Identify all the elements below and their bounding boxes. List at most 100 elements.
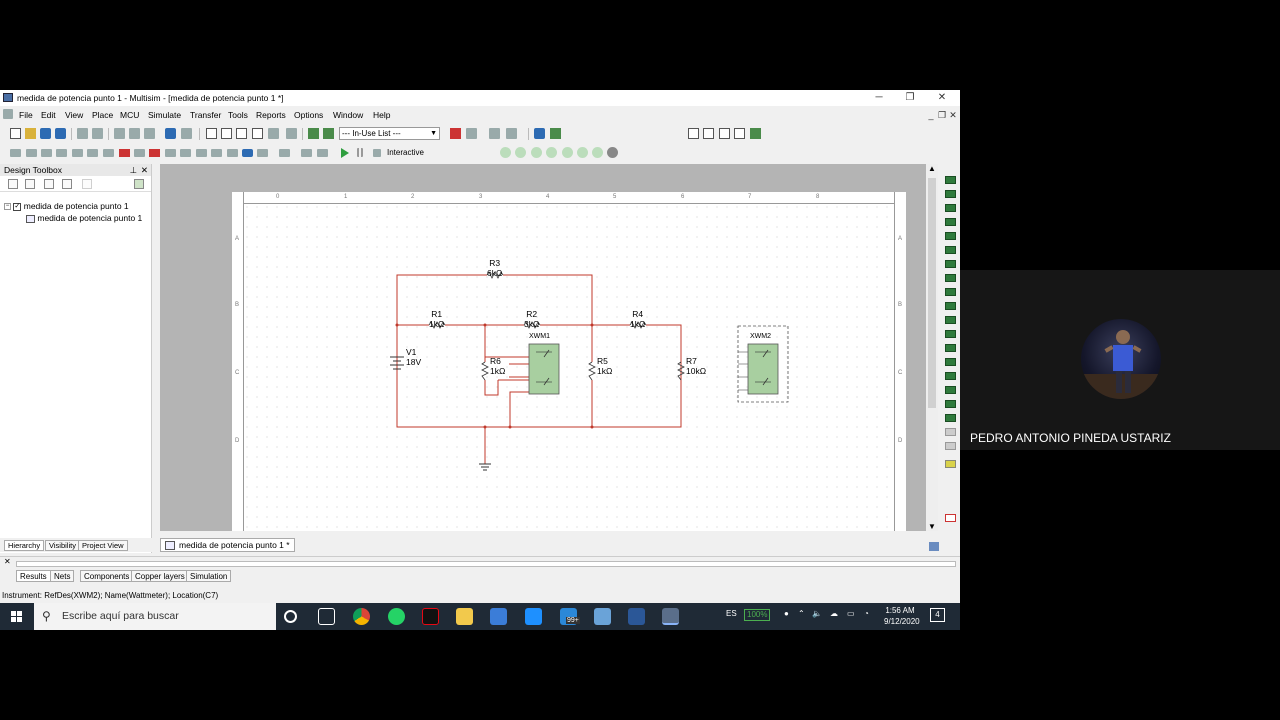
place-mixed-icon[interactable] xyxy=(134,149,145,157)
component-wizard-icon[interactable] xyxy=(286,128,297,139)
pin-icon[interactable]: ⊥ xyxy=(129,165,137,175)
scroll-down-icon[interactable]: ▼ xyxy=(928,522,936,531)
ni-elvismx-icon[interactable] xyxy=(945,442,956,450)
four-channel-oscilloscope-icon[interactable] xyxy=(945,232,956,240)
save-folder-icon[interactable] xyxy=(44,179,54,189)
tab-visibility[interactable]: Visibility xyxy=(45,540,80,551)
workspace-vertical-scrollbar[interactable]: ▲ ▼ xyxy=(926,164,938,531)
onedrive-icon[interactable]: ☁ xyxy=(830,609,838,618)
zoom-out-icon[interactable] xyxy=(703,128,714,139)
logic-converter-icon[interactable] xyxy=(945,288,956,296)
place-electromech-icon[interactable] xyxy=(227,149,238,157)
database-manager-icon[interactable] xyxy=(308,128,319,139)
new-icon[interactable] xyxy=(10,128,21,139)
tree-root[interactable]: − ✓ medida de potencia punto 1 xyxy=(4,201,129,211)
network-analyzer-icon[interactable] xyxy=(945,358,956,366)
place-connector-icon[interactable] xyxy=(317,149,328,157)
pause-simulation-icon[interactable] xyxy=(357,148,363,157)
menu-file[interactable]: File xyxy=(19,110,33,120)
probe-settings-icon[interactable] xyxy=(607,147,618,158)
menu-transfer[interactable]: Transfer xyxy=(190,110,222,120)
label-xwm2[interactable]: XWM2 xyxy=(750,333,771,340)
place-power-icon[interactable] xyxy=(165,149,176,157)
scroll-up-icon[interactable]: ▲ xyxy=(928,164,936,173)
place-transistor-icon[interactable] xyxy=(56,149,67,157)
zoom-sheet-icon[interactable] xyxy=(734,128,745,139)
menu-options[interactable]: Options xyxy=(294,110,324,120)
multimeter-icon[interactable] xyxy=(945,176,956,184)
zoom-in-icon[interactable] xyxy=(688,128,699,139)
file-explorer-icon[interactable] xyxy=(456,608,473,625)
taskbar-search[interactable]: ⚲ Escribe aquí para buscar xyxy=(34,603,276,630)
tab-copper-layers[interactable]: Copper layers xyxy=(131,570,189,582)
cut-icon[interactable] xyxy=(114,128,125,139)
place-rf-icon[interactable] xyxy=(211,149,222,157)
restore-button[interactable]: ❐ xyxy=(905,92,915,103)
label-xwm1[interactable]: XWM1 xyxy=(529,333,550,340)
label-r1[interactable]: R1 1kΩ xyxy=(429,309,444,329)
fullscreen-icon[interactable] xyxy=(750,128,761,139)
measurement-probe-icon[interactable] xyxy=(945,514,956,522)
remove-file-icon[interactable] xyxy=(82,179,92,189)
probe-voltage-ref-icon[interactable] xyxy=(562,147,573,158)
tab-nets[interactable]: Nets xyxy=(50,570,75,582)
undo-icon[interactable] xyxy=(165,128,176,139)
mdi-minimize-button[interactable]: _ xyxy=(928,110,934,120)
distortion-analyzer-icon[interactable] xyxy=(945,330,956,338)
redo-icon[interactable] xyxy=(181,128,192,139)
transfer-ultiboard-icon[interactable] xyxy=(489,128,500,139)
chevron-up-icon[interactable]: ⌃ xyxy=(798,609,805,618)
menu-edit[interactable]: Edit xyxy=(41,110,56,120)
run-simulation-icon[interactable] xyxy=(341,148,349,158)
wattmeter-icon[interactable] xyxy=(945,204,956,212)
sheet-properties-icon[interactable] xyxy=(929,542,939,551)
schematic-workspace[interactable]: 0 1 2 3 4 5 6 7 8 A B C D A xyxy=(160,164,938,531)
label-r7[interactable]: R7 10kΩ xyxy=(686,356,706,376)
save-icon[interactable] xyxy=(55,128,66,139)
place-misc-digital-icon[interactable] xyxy=(119,149,130,157)
scroll-thumb[interactable] xyxy=(928,178,936,408)
app-icon[interactable] xyxy=(525,608,542,625)
interactive-mode-label[interactable]: Interactive xyxy=(387,148,424,157)
microphone-icon[interactable]: ● xyxy=(784,609,789,618)
calculator-icon[interactable] xyxy=(594,608,611,625)
show-design-icon[interactable] xyxy=(134,179,144,189)
mdi-restore-button[interactable]: ❐ xyxy=(937,110,947,120)
tree-child[interactable]: medida de potencia punto 1 xyxy=(26,213,142,223)
agilent-multimeter-icon[interactable] xyxy=(945,386,956,394)
multisim-taskbar-icon[interactable] xyxy=(662,608,679,625)
find-examples-icon[interactable] xyxy=(534,128,545,139)
agilent-oscilloscope-icon[interactable] xyxy=(945,400,956,408)
place-bus-icon[interactable] xyxy=(301,149,312,157)
place-basic-icon[interactable] xyxy=(26,149,37,157)
word-icon[interactable] xyxy=(628,608,645,625)
language-indicator[interactable]: ES xyxy=(726,609,737,618)
label-r6[interactable]: R6 1kΩ xyxy=(490,356,505,376)
open-icon[interactable] xyxy=(25,128,36,139)
oscilloscope-icon[interactable] xyxy=(945,218,956,226)
spectrum-analyzer-icon[interactable] xyxy=(945,344,956,352)
open-sample-icon[interactable] xyxy=(40,128,51,139)
battery-indicator[interactable]: 100% xyxy=(744,609,771,621)
probe-power-icon[interactable] xyxy=(531,147,542,158)
label-r3[interactable]: R3 6kΩ xyxy=(487,258,502,278)
tektronix-oscilloscope-icon[interactable] xyxy=(945,414,956,422)
label-v1[interactable]: V1 18V xyxy=(406,347,421,367)
back-annotate-icon[interactable] xyxy=(466,128,477,139)
current-probe-icon[interactable] xyxy=(945,460,956,468)
toggle-fullscreen-icon[interactable] xyxy=(206,128,217,139)
label-r5[interactable]: R5 1kΩ xyxy=(597,356,612,376)
print-icon[interactable] xyxy=(77,128,88,139)
tab-simulation[interactable]: Simulation xyxy=(186,570,232,582)
circuit-diagram[interactable] xyxy=(232,192,906,531)
label-r4[interactable]: R4 1kΩ xyxy=(630,309,645,329)
tab-components[interactable]: Components xyxy=(80,570,134,582)
menu-mcu[interactable]: MCU xyxy=(120,110,140,120)
battery-icon[interactable]: ▭ xyxy=(847,609,855,618)
labview-instrument-icon[interactable] xyxy=(945,428,956,436)
probe-voltage-icon[interactable] xyxy=(500,147,511,158)
forward-annotate-icon[interactable] xyxy=(506,128,517,139)
print-preview-icon[interactable] xyxy=(92,128,103,139)
function-generator-icon[interactable] xyxy=(945,190,956,198)
tab-results[interactable]: Results xyxy=(16,570,51,582)
